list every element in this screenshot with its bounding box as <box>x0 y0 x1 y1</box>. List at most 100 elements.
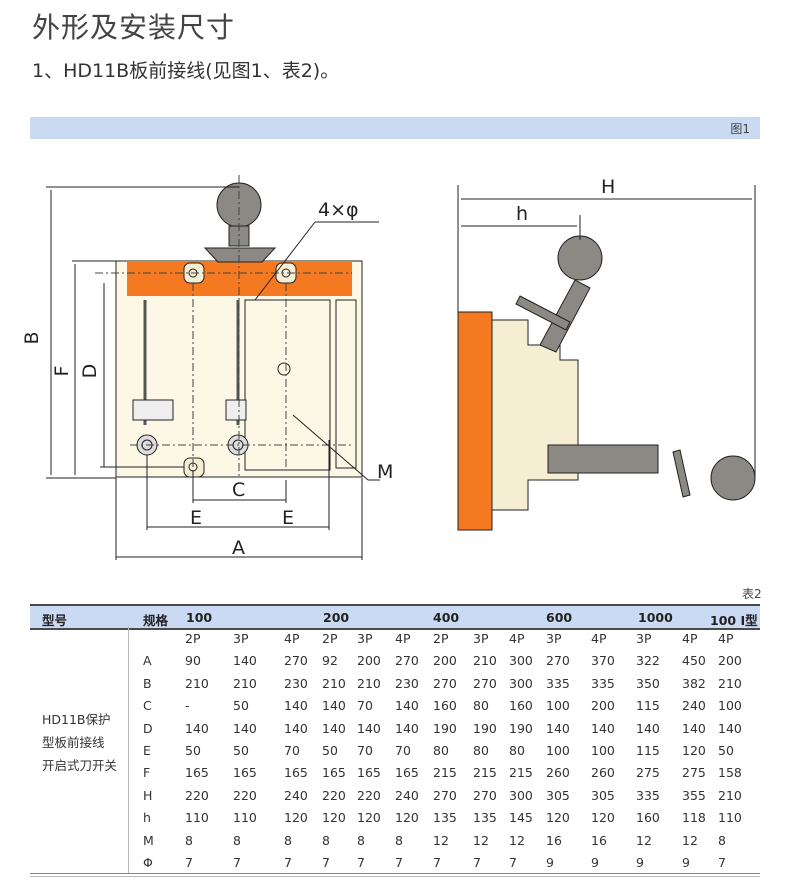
table-cell: 70 <box>395 743 411 758</box>
table-cell: 120 <box>357 810 381 826</box>
table-cell: 240 <box>682 698 706 714</box>
table-cell: 270 <box>473 675 497 691</box>
row-label: D <box>143 720 153 736</box>
dim-M: M <box>377 461 393 483</box>
type-line: HD11B保护 <box>42 712 111 727</box>
table-cell: 215 <box>473 765 497 781</box>
row-label: E <box>143 743 151 758</box>
table-cell: 165 <box>322 765 346 781</box>
table-cell: 322 <box>636 653 660 669</box>
table-cell: 8 <box>284 832 292 848</box>
table-cell: 3P <box>473 631 489 646</box>
table-cell: 140 <box>395 698 419 714</box>
table-cell: 120 <box>546 810 570 826</box>
table-cell: 80 <box>473 743 489 758</box>
table-cell: 90 <box>185 653 201 669</box>
table-cell: 140 <box>284 698 308 714</box>
table-cell: 9 <box>546 855 554 870</box>
table-cell: 200 <box>433 653 457 669</box>
table-cell: 275 <box>636 765 660 781</box>
header-group: 200 <box>323 610 350 625</box>
table-cell: 8 <box>357 832 365 848</box>
table-cell: 270 <box>546 653 570 669</box>
table-cell: 335 <box>546 675 570 691</box>
table-cell: 335 <box>591 675 615 691</box>
table-cell: 300 <box>509 675 533 691</box>
table-cell: 12 <box>433 832 449 848</box>
table-caption: 表2 <box>742 587 762 601</box>
table-cell: 120 <box>591 810 615 826</box>
table-cell: 260 <box>546 765 570 781</box>
table-cell: 382 <box>682 675 706 691</box>
table-cell: 70 <box>284 743 300 758</box>
table-cell: 165 <box>395 765 419 781</box>
table-cell: 7 <box>284 855 292 870</box>
table-cell: 80 <box>509 743 525 758</box>
dim-F: F <box>51 366 73 377</box>
table-cell: 100 <box>546 743 570 758</box>
table-cell: 2P <box>185 631 201 646</box>
row-label: H <box>143 787 153 803</box>
table-cell: 158 <box>718 765 742 781</box>
table-cell: 220 <box>233 787 257 803</box>
table-cell: 210 <box>473 653 497 669</box>
table-cell: 3P <box>546 631 562 646</box>
table-cell: 355 <box>682 787 706 803</box>
table-cell: 350 <box>636 675 660 691</box>
table-cell: 12 <box>473 832 489 848</box>
table-cell: 210 <box>718 675 742 691</box>
dim-h: h <box>516 203 528 225</box>
header-group: 100 <box>186 610 213 625</box>
header-group: 600 <box>546 610 573 625</box>
header-group: 400 <box>433 610 460 625</box>
dim-E-right: E <box>282 507 294 529</box>
table-cell: 4P <box>395 631 411 646</box>
table-cell: 140 <box>185 720 209 736</box>
table-cell: 16 <box>546 832 562 848</box>
figure-label: 图1 <box>730 122 750 136</box>
table-cell: 12 <box>636 832 652 848</box>
dim-A: A <box>232 537 245 559</box>
table-cell: 210 <box>718 787 742 803</box>
table-cell: 100 <box>546 698 570 714</box>
table-cell: 16 <box>591 832 607 848</box>
dim-D: D <box>79 364 101 379</box>
row-label: A <box>143 653 152 669</box>
table-cell: 7 <box>718 855 726 870</box>
table-cell: 140 <box>357 720 381 736</box>
table-cell: 275 <box>682 765 706 781</box>
table-cell: 190 <box>433 720 457 736</box>
table-cell: 240 <box>284 787 308 803</box>
table-cell: 230 <box>284 675 308 691</box>
type-line: 开启式刀开关 <box>42 758 118 773</box>
row-label: Φ <box>143 855 153 870</box>
table-cell: 120 <box>682 743 706 758</box>
table-cell: 145 <box>509 810 533 826</box>
table-cell: 300 <box>509 653 533 669</box>
table-cell: 140 <box>322 720 346 736</box>
side-orange-plate <box>457 311 493 531</box>
table-cell: 140 <box>284 720 308 736</box>
dim-C: C <box>232 479 245 501</box>
table-cell: 210 <box>233 675 257 691</box>
table-cell: 8 <box>185 832 193 848</box>
table-cell: 100 <box>718 698 742 714</box>
table-cell: 50 <box>233 698 249 714</box>
table-cell: 215 <box>433 765 457 781</box>
table-cell: 200 <box>357 653 381 669</box>
table-cell: 210 <box>185 675 209 691</box>
row-label: F <box>143 765 151 781</box>
header-group: 100 I型 <box>710 613 758 628</box>
table-cell: 270 <box>433 787 457 803</box>
table-cell: 4P <box>591 631 607 646</box>
dim-E-left: E <box>190 507 202 529</box>
table-cell: 7 <box>185 855 193 870</box>
table-cell: 210 <box>357 675 381 691</box>
table-cell: 70 <box>357 743 373 758</box>
table-cell: 165 <box>233 765 257 781</box>
